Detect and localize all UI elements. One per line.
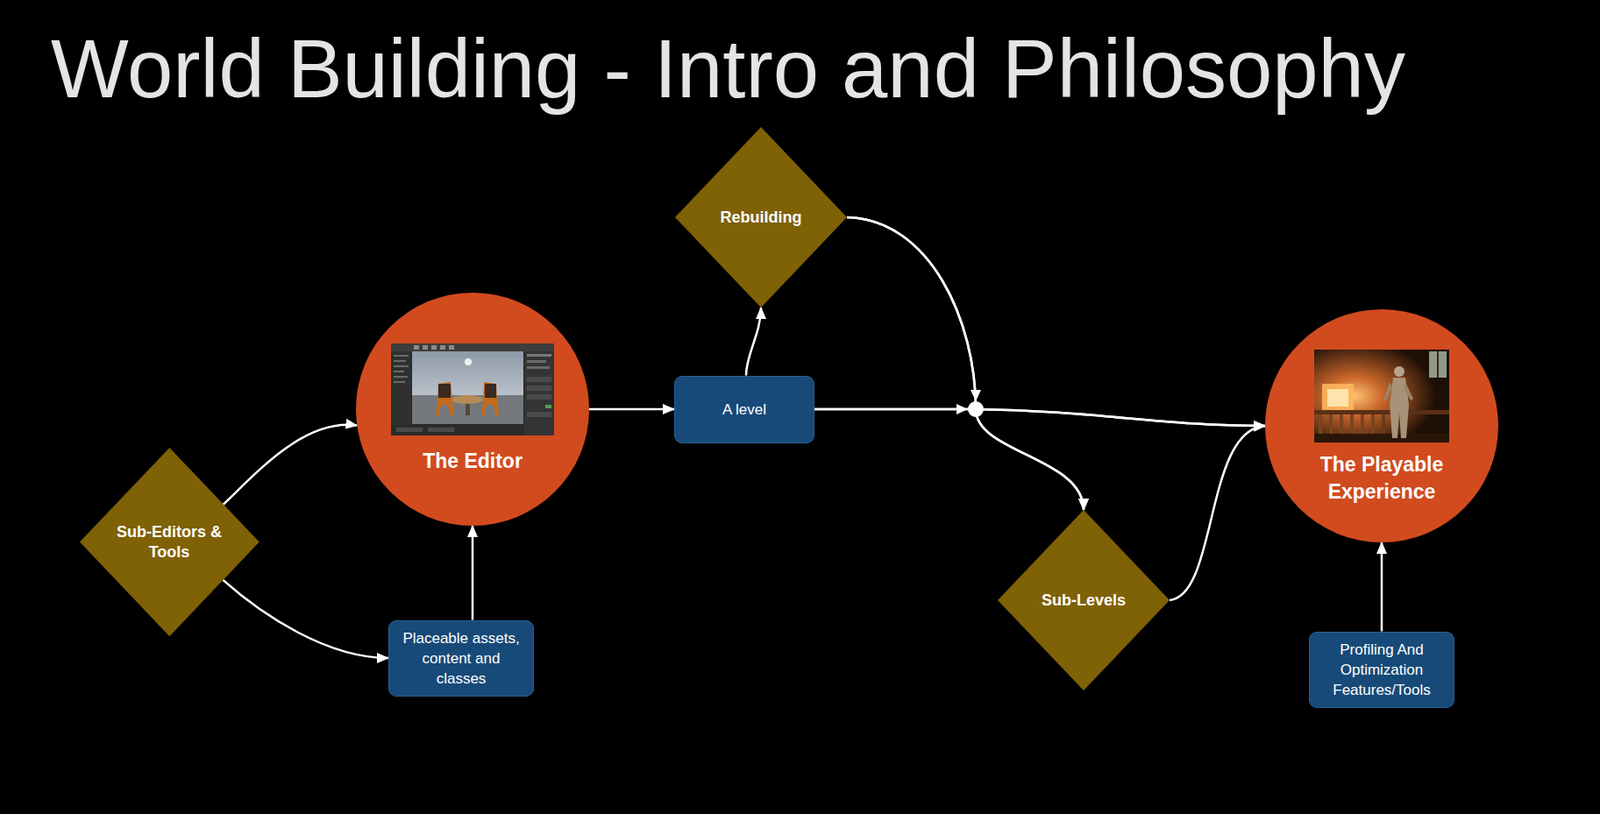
connector-arrow [1169, 426, 1266, 601]
connector-arrow [746, 307, 761, 377]
connector-arrow [814, 409, 1084, 511]
connector-arrow [589, 408, 675, 412]
junction-arrowhead [970, 390, 982, 402]
node-label: Placeable assets, content and classes [396, 628, 527, 690]
hub-circle: The Editor [355, 292, 590, 527]
decision-diamond: Rebuilding [675, 127, 847, 308]
circle-shape [355, 292, 590, 527]
circle-shape [1265, 309, 1499, 543]
process-box: Profiling And Optimization Features/Tool… [1308, 632, 1455, 709]
process-box: Placeable assets, content and classes [388, 620, 534, 697]
node-label: Profiling And Optimization Features/Tool… [1316, 640, 1447, 701]
circle-fill [1265, 309, 1499, 543]
connector-arrow [471, 526, 475, 621]
diamond-fill [675, 127, 847, 308]
connector-arrow [846, 217, 1266, 427]
node-label: The Editor [422, 448, 523, 475]
junction-arrowhead [956, 404, 968, 415]
junction-dot [967, 401, 984, 418]
diamond-fill [997, 510, 1170, 691]
node-label: Sub-Editors & Tools [116, 522, 222, 563]
node-label: The Playable Experience [1294, 451, 1470, 506]
diamond-shape [79, 448, 260, 637]
node-label: Rebuilding [720, 207, 803, 228]
connector-arrow [1380, 542, 1384, 633]
circle-fill [355, 292, 590, 527]
decision-diamond: Sub-Editors & Tools [79, 448, 260, 637]
connector-arrow [222, 580, 389, 659]
hub-circle: The Playable Experience [1265, 309, 1499, 543]
slide-title: World Building - Intro and Philosophy [50, 28, 1406, 111]
node-label: Sub-Levels [1041, 590, 1126, 612]
connector-arrow [222, 425, 357, 505]
node-label: A level [722, 399, 767, 420]
connector-arrow [846, 217, 1084, 511]
decision-diamond: Sub-Levels [997, 510, 1170, 691]
process-box: A level [674, 376, 815, 444]
diamond-fill [79, 448, 260, 637]
